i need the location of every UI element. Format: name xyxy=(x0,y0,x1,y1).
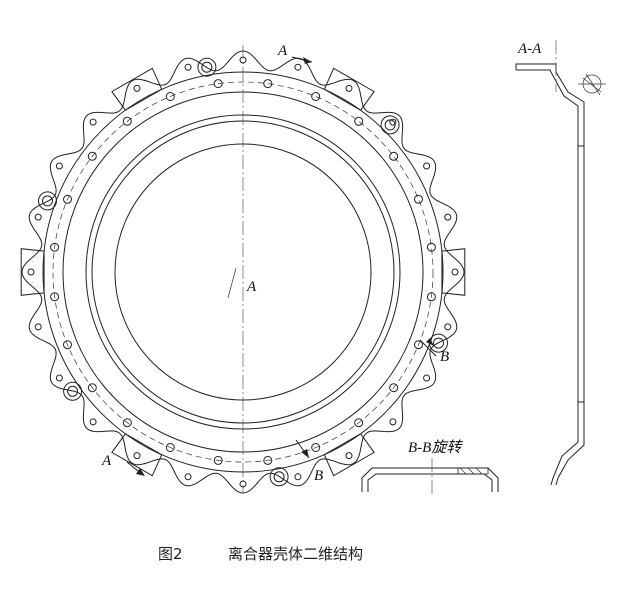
bolt-pitch-circle xyxy=(52,81,434,463)
boss-circle xyxy=(273,471,285,483)
boss-circle xyxy=(67,385,79,397)
bolt-hole xyxy=(63,340,72,350)
boss-circle xyxy=(197,57,217,77)
label-section-bb: B-B旋转 xyxy=(408,439,463,456)
bolt-hole xyxy=(50,242,60,252)
center-mark xyxy=(227,267,237,299)
bolt-hole xyxy=(213,79,223,89)
scallop-hole xyxy=(55,374,63,382)
figure-number: 图2 xyxy=(158,545,183,563)
scallop-hole xyxy=(34,213,42,221)
bolt-holes xyxy=(27,56,459,488)
bolt-hole xyxy=(63,194,72,204)
cut-b-right-arrowhead xyxy=(426,338,434,346)
flange-blocks xyxy=(20,67,466,477)
cut-b-right-arrow-line xyxy=(419,339,437,357)
bolt-hole xyxy=(122,418,132,428)
scallop-hole xyxy=(451,268,459,276)
bolt-hole xyxy=(50,292,60,302)
bolt-hole xyxy=(311,92,321,101)
bolt-hole xyxy=(311,443,321,452)
boss-circle xyxy=(433,337,444,349)
bolt-hole xyxy=(414,194,423,204)
scallop-hole xyxy=(55,162,63,170)
label-cut-a-bottom: A xyxy=(101,453,112,469)
scallop-hole xyxy=(133,84,141,92)
scallop-hole xyxy=(133,452,141,460)
scallop-hole xyxy=(389,118,397,126)
flange-pad xyxy=(111,67,163,111)
scallop-hole xyxy=(294,473,302,481)
scallop-hole xyxy=(444,213,452,221)
section-bb-profile xyxy=(361,458,499,495)
flange-pad xyxy=(111,433,163,477)
scallop-hole xyxy=(444,323,452,331)
bolt-hole xyxy=(165,443,175,452)
scallop-hole xyxy=(345,84,353,92)
scallop-hole xyxy=(89,118,97,126)
boss-circle xyxy=(38,191,57,211)
label-center-a: A xyxy=(246,279,257,295)
large-bosses xyxy=(38,57,448,487)
scallop-hole xyxy=(27,268,35,276)
cut-b-bottom-arrowhead xyxy=(301,449,309,458)
bolt-hole xyxy=(426,292,436,302)
flange-pad xyxy=(441,248,466,296)
scallop-hole xyxy=(423,374,431,382)
scallop-hole xyxy=(89,418,97,426)
scallop-hole xyxy=(184,473,192,481)
bolt-hole xyxy=(354,116,364,126)
boss-circle xyxy=(42,195,53,207)
flange-pad xyxy=(20,248,45,296)
figure-title: 离合器壳体二维结构 xyxy=(228,545,363,563)
bolt-hole xyxy=(263,79,273,89)
label-section-aa: A-A xyxy=(517,41,542,57)
scallop-hole xyxy=(345,452,353,460)
bolt-hole xyxy=(414,340,423,350)
boss-circle xyxy=(63,381,83,401)
boss-circle xyxy=(380,115,400,135)
bolt-hole xyxy=(87,383,97,393)
bolt-hole xyxy=(165,92,175,101)
bolt-hole xyxy=(87,151,97,161)
bolt-hole xyxy=(389,151,399,161)
scallop-hole xyxy=(389,418,397,426)
bolt-hole xyxy=(426,242,436,252)
bolt-hole xyxy=(263,455,273,465)
bolt-hole xyxy=(389,383,399,393)
cut-a-top-arrowhead xyxy=(303,57,312,64)
label-cut-b-bottom: B xyxy=(314,468,323,484)
label-cut-a-top: A xyxy=(277,43,288,59)
flange-pad xyxy=(323,67,375,111)
section-aa-profile xyxy=(515,40,606,486)
housing-outer-outline xyxy=(21,50,465,494)
scallop-hole xyxy=(34,323,42,331)
scallop-hole xyxy=(184,63,192,71)
scallop-hole xyxy=(423,162,431,170)
label-cut-b-right: B xyxy=(440,349,449,365)
boss-circle xyxy=(269,467,289,487)
bolt-hole xyxy=(354,418,364,428)
flange-pad xyxy=(323,433,375,477)
cut-a-bottom-arrowhead xyxy=(136,468,145,476)
boss-circle xyxy=(384,119,396,131)
bolt-hole xyxy=(122,116,132,126)
boss-circle xyxy=(201,61,213,73)
scallop-hole xyxy=(294,63,302,71)
bolt-hole xyxy=(213,455,223,465)
